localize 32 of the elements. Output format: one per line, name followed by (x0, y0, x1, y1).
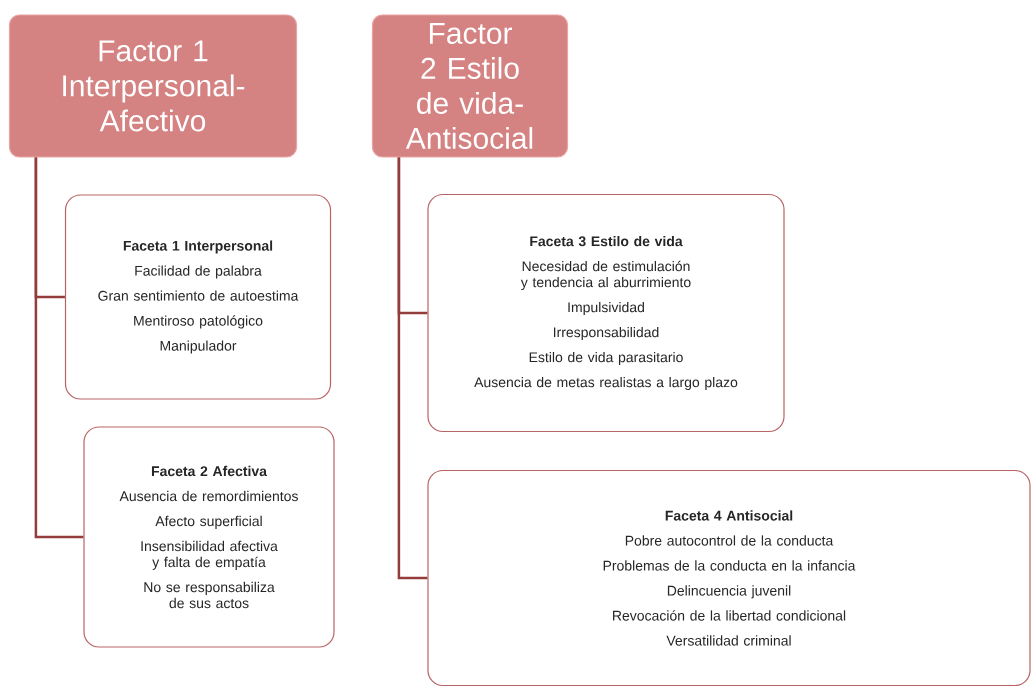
trait-text: Revocación de la libertad condicional (613, 610, 846, 621)
facet-heading: Faceta 2 Afectiva (151, 465, 268, 477)
trait-text: Impulsividad (568, 301, 644, 315)
facet-heading: Faceta 3 Estilo de vida (530, 235, 683, 247)
facet-heading: Faceta 1 Interpersonal (123, 240, 273, 254)
trait-text: Ausencia de remordimientos (119, 490, 298, 502)
trait-text: Estilo de vida parasitario (529, 351, 683, 365)
trait-text: Versatilidad criminal (666, 635, 791, 646)
trait-text: Irresponsabilidad (554, 326, 659, 340)
trait-text: Facilidad de palabra (135, 265, 262, 279)
trait-text: Gran sentimiento de autoestima (98, 290, 299, 301)
trait-text: Delincuencia juvenil (667, 585, 791, 599)
trait-text: Mentiroso patológico (134, 315, 263, 329)
trait-text: Problemas de la conducta en la infancia (603, 560, 856, 571)
trait-text: Afecto superficial (155, 515, 262, 529)
factor-title: Factor 2 Estilo de vida-Antisocial (405, 23, 533, 149)
connector-line (397, 157, 428, 580)
factor-box (371, 14, 569, 158)
trait-text: Ausencia de metas realistas a largo plazo (474, 376, 738, 390)
factor-title: Factor 1 Interpersonal-Afectivo (63, 40, 245, 132)
factor-box (8, 14, 298, 158)
facet-box (427, 469, 1031, 687)
connector-line (34, 157, 84, 539)
facet-box (427, 193, 785, 433)
facet-box (83, 426, 335, 648)
facet-box (64, 194, 332, 400)
trait-text: Pobre autocontrol de la conducta (625, 535, 834, 546)
trait-text: Manipulador (160, 340, 237, 354)
trait-text: No se responsabiliza de sus actos (144, 581, 275, 609)
trait-text: Insensibilidad afectiva y falta de empatía (141, 540, 278, 570)
trait-text: Necesidad de estimulación y tendencia al aburrimiento (520, 260, 691, 290)
facet-heading: Faceta 4 Antisocial (665, 510, 793, 521)
